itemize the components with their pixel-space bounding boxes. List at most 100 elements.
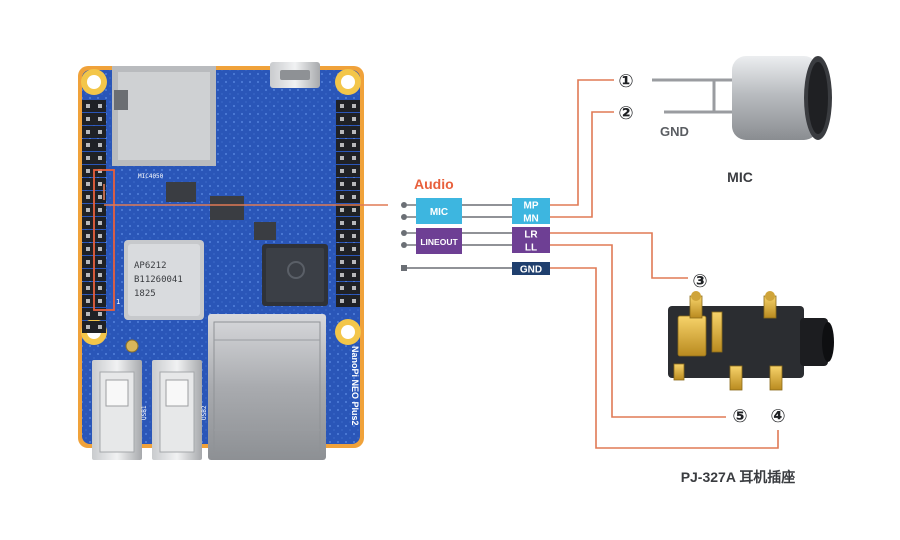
header-pin — [86, 195, 90, 199]
jack-terminals — [673, 295, 783, 391]
header-pin — [340, 104, 344, 108]
header-pin — [86, 169, 90, 173]
chip-text-3: 1825 — [134, 289, 156, 299]
header-pin — [86, 130, 90, 134]
header-pin — [98, 260, 102, 264]
header-pin — [340, 182, 344, 186]
header-pin — [352, 247, 356, 251]
terminal-dots — [401, 202, 407, 271]
header-pin — [98, 273, 102, 277]
mic-pin-2-marker: ② — [618, 103, 633, 123]
header-pin-block — [82, 126, 106, 138]
header-pin — [86, 182, 90, 186]
jack-caption: PJ-327A 耳机插座 — [681, 469, 796, 485]
header-pin-block — [82, 100, 106, 112]
pin-ll-block — [512, 240, 550, 253]
board-name: NanoPi NEO Plus2 — [350, 346, 360, 426]
mic-gnd-label: GND — [660, 124, 689, 139]
header-pin — [352, 130, 356, 134]
header-pin-block — [336, 230, 360, 242]
header-pin — [352, 299, 356, 303]
wire-ll-to-jack-pin5 — [550, 244, 726, 418]
header-pin — [98, 221, 102, 225]
header-pin — [340, 273, 344, 277]
header-pin — [98, 143, 102, 147]
header-pin — [352, 117, 356, 121]
header-pin — [352, 143, 356, 147]
small-ic — [254, 222, 276, 240]
header-pin — [98, 325, 102, 329]
header-pin — [86, 260, 90, 264]
header-pin — [86, 312, 90, 316]
header-pin — [86, 286, 90, 290]
header-pin — [352, 286, 356, 290]
lineout-group-block — [416, 228, 462, 254]
header-pin — [340, 221, 344, 225]
header-pin — [340, 234, 344, 238]
wire-mn-to-mic-pin2 — [550, 111, 614, 218]
wire-lr-to-jack-pin3 — [550, 232, 688, 279]
header-pin — [352, 156, 356, 160]
pin-mp-block — [512, 198, 550, 211]
header-pin-block — [336, 243, 360, 255]
header-pin — [98, 286, 102, 290]
header-pin — [98, 130, 102, 134]
header-pin — [340, 143, 344, 147]
header-pin — [98, 247, 102, 251]
header-pin — [340, 130, 344, 134]
header-pin-block — [336, 152, 360, 164]
header-pin-block — [82, 113, 106, 125]
header-pin — [98, 234, 102, 238]
group-to-pin-lines — [462, 204, 512, 246]
header-pin — [352, 169, 356, 173]
pin-mn-block — [512, 211, 550, 224]
header-pin-block — [336, 256, 360, 268]
header-pin-block — [336, 217, 360, 229]
header-pin — [340, 247, 344, 251]
audio-pin-legend: Audio MIC LINEOUT — [401, 176, 550, 276]
soc-chip — [262, 244, 328, 306]
header-pin — [86, 247, 90, 251]
jack-socket — [800, 318, 828, 366]
header-pin-block — [82, 152, 106, 164]
ram-chip — [210, 196, 244, 220]
microphone-capsule: ① ② GND MIC — [618, 56, 832, 185]
pin-lr-label: LR — [524, 230, 538, 241]
antenna-connector — [125, 339, 139, 353]
pin-lr-block — [512, 227, 550, 240]
header-pin — [98, 104, 102, 108]
header-pin — [86, 325, 90, 329]
mic-pin-1-marker: ① — [618, 71, 633, 91]
header-pin — [98, 312, 102, 316]
header-pin — [340, 195, 344, 199]
chip-text-1: AP6212 — [134, 261, 167, 271]
pin-gnd-label: GND — [520, 265, 542, 276]
pin-gnd-block — [512, 262, 550, 275]
mic-group-block — [416, 198, 462, 224]
header-pin — [86, 299, 90, 303]
header-pin-block — [336, 282, 360, 294]
mic-group-label: MIC — [430, 207, 448, 218]
header-pin — [352, 273, 356, 277]
header-pin — [352, 104, 356, 108]
header-pin — [340, 156, 344, 160]
header-pin — [86, 104, 90, 108]
header-pin-block — [336, 165, 360, 177]
mic-caption: MIC — [727, 169, 753, 185]
header-pin-block — [82, 308, 106, 320]
header-pin — [86, 143, 90, 147]
wire-gnd-to-jack-pin4 — [550, 267, 779, 449]
header-pin-block — [336, 113, 360, 125]
header-pin — [340, 117, 344, 121]
header-pin — [86, 234, 90, 238]
header-pin-block — [336, 191, 360, 203]
wire-mp-to-mic-pin1 — [550, 79, 614, 206]
right-pin-header — [336, 100, 360, 307]
header-pin — [98, 169, 102, 173]
routing-wires — [550, 79, 779, 449]
header-pin-block — [336, 204, 360, 216]
ethernet-port — [208, 314, 326, 460]
header-pin — [98, 299, 102, 303]
header-pin — [86, 273, 90, 277]
wifi-module: AP6212 B11260041 1825 — [124, 240, 204, 320]
